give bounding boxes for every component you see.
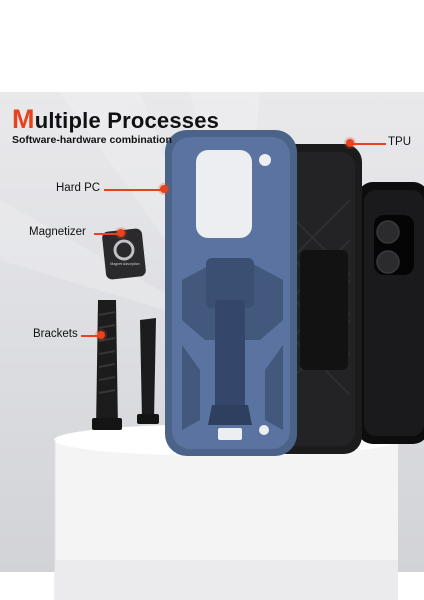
hard-pc-shell (165, 130, 297, 456)
callout-dot-magnetizer (117, 229, 125, 237)
callout-hard-pc: Hard PC (56, 182, 101, 194)
callout-brackets: Brackets (33, 328, 78, 340)
magnet-plate (102, 228, 146, 280)
callout-dot-brackets (97, 331, 105, 339)
phone-device (357, 182, 424, 444)
leader-line-brackets (81, 335, 99, 337)
callout-magnetizer: Magnetizer (29, 226, 86, 238)
leader-line-tpu (352, 143, 386, 145)
leader-line-magnetizer (94, 233, 118, 235)
bracket-pieces (92, 300, 159, 430)
leader-line-hard-pc (104, 189, 162, 191)
callout-tpu: TPU (388, 136, 411, 148)
page-title: Multiple Processes (12, 104, 219, 135)
podium (54, 424, 398, 600)
page-subtitle: Software-hardware combination (12, 134, 172, 146)
magnet-plate-caption: Magnet Adsorption (110, 262, 140, 266)
callout-dot-hard-pc (160, 185, 168, 193)
title-rest: ultiple Processes (34, 108, 220, 133)
title-accent-letter: M (12, 104, 35, 134)
callout-dot-tpu (346, 139, 354, 147)
